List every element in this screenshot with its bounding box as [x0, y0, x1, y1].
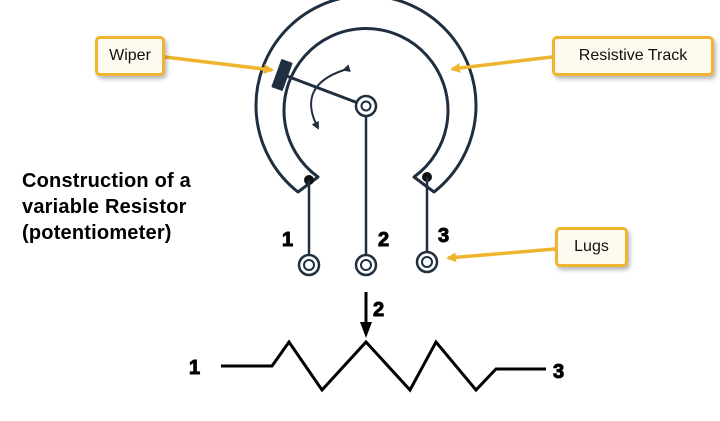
- diagram-heading: Construction of a variable Resistor (pot…: [22, 168, 191, 246]
- symbol-terminal-2-number: 2: [372, 299, 385, 321]
- wiper-label: Wiper: [95, 36, 165, 76]
- wiper-pivot: [354, 94, 378, 118]
- symbol-terminal-1-number: 1: [188, 357, 201, 379]
- wiper-pointer-arrow: [164, 55, 274, 74]
- lug-2-number: 2: [377, 229, 390, 251]
- symbol-terminal-3-number: 3: [552, 361, 565, 383]
- lug-1-number: 1: [281, 229, 294, 251]
- resistor-zigzag-symbol: [221, 339, 546, 393]
- lugs-pointer-arrow: [446, 247, 556, 263]
- resistive-track-pointer-arrow: [450, 55, 553, 74]
- lug-1: [297, 253, 321, 277]
- lugs-label: Lugs: [555, 227, 628, 267]
- wiper-contact: [271, 59, 293, 91]
- resistive-track-label: Resistive Track: [552, 36, 714, 76]
- heading-line-3: (potentiometer): [22, 222, 172, 244]
- resistive-track: [254, 0, 478, 194]
- lug-3: [415, 250, 439, 274]
- heading-line-2: variable Resistor: [22, 196, 187, 218]
- lug-3-number: 3: [437, 225, 450, 247]
- rotation-arrow: [310, 64, 351, 130]
- lug-2: [354, 253, 378, 277]
- symbol-wiper-arrowhead: [360, 322, 372, 338]
- heading-line-1: Construction of a: [22, 170, 191, 192]
